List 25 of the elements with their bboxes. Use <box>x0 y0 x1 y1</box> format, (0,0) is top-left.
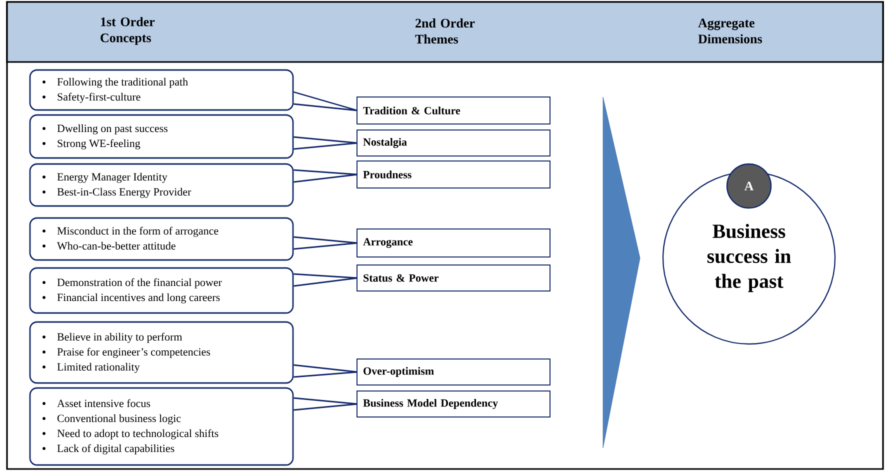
callout-pointer <box>293 91 358 112</box>
theme-box: Nostalgia <box>356 130 550 156</box>
column-heading: 1st Order Concepts <box>100 17 155 45</box>
letter-badge: A <box>726 163 772 209</box>
theme-box: Business Model Dependency <box>356 390 550 418</box>
concept-box: Asset intensive focus Conventional business logic Need to adopt to technological shifts Lack of digital capabilities <box>29 387 294 466</box>
callout-pointer <box>293 364 358 378</box>
callout-pointer <box>293 236 358 250</box>
concept-box: Following the traditional path Safety-first-culture <box>29 69 294 111</box>
callout-pointer <box>293 169 358 183</box>
theme-box: Over-optimism <box>356 358 550 386</box>
theme-box: Tradition & Culture <box>356 96 550 124</box>
concept-box: Dwelling on past success Strong WE-feeling <box>29 114 294 159</box>
concept-box: Energy Manager Identity Best-in-Class Energy Provider <box>29 163 294 207</box>
column-heading: 2nd Order Themes <box>415 18 475 44</box>
callout-pointer <box>293 273 358 287</box>
concept-box: Believe in ability to perform Praise for engineer’s competencies Limited rationality <box>29 321 294 384</box>
callout-pointer <box>293 136 358 150</box>
column-heading: Aggregate Dimensions <box>698 18 762 44</box>
theme-box: Proudness <box>356 160 550 188</box>
concept-box: Demonstration of the financial power Financial incentives and long careers <box>29 267 294 314</box>
theme-box: Arrogance <box>356 228 550 258</box>
theme-box: Status & Power <box>356 264 550 292</box>
callout-pointer <box>293 397 358 411</box>
concept-box: Misconduct in the form of arrogance Who-can-be-better attitude <box>29 217 294 261</box>
